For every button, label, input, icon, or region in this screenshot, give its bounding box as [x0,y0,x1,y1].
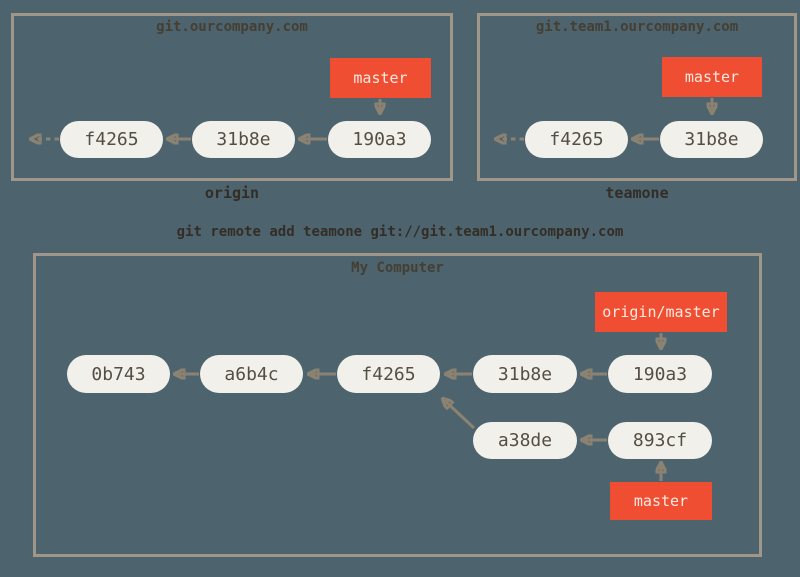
origin-commit-190a3: 190a3 [328,121,431,158]
origin-master-branch-label: master [330,58,431,98]
local-commit-f4265: f4265 [337,355,440,393]
local-master-branch-label: master [610,482,712,520]
origin-repo-caption: origin [204,184,260,202]
git-command-caption: git remote add teamone git://git.team1.o… [176,224,624,240]
local-commit-0b743: 0b743 [67,355,170,393]
teamone-commit-f4265: f4265 [525,121,628,158]
teamone-repo-title: git.team1.ourcompany.com [535,19,739,35]
teamone-commit-31b8e: 31b8e [660,121,763,158]
teamone-repo-box [477,13,797,181]
local-commit-a6b4c: a6b4c [200,355,303,393]
local-commit-893cf: 893cf [608,422,712,459]
teamone-repo-caption: teamone [605,184,669,202]
my-computer-box [33,253,762,557]
local-commit-190a3: 190a3 [608,355,712,393]
origin-master-remote-label: origin/master [595,292,727,332]
my-computer-title: My Computer [351,260,444,276]
origin-repo-box [11,13,453,181]
local-commit-a38de: a38de [473,422,577,459]
origin-repo-title: git.ourcompany.com [156,19,308,35]
teamone-master-branch-label: master [662,57,762,97]
origin-commit-f4265: f4265 [60,121,163,158]
local-commit-31b8e: 31b8e [473,355,577,393]
origin-commit-31b8e: 31b8e [192,121,295,158]
